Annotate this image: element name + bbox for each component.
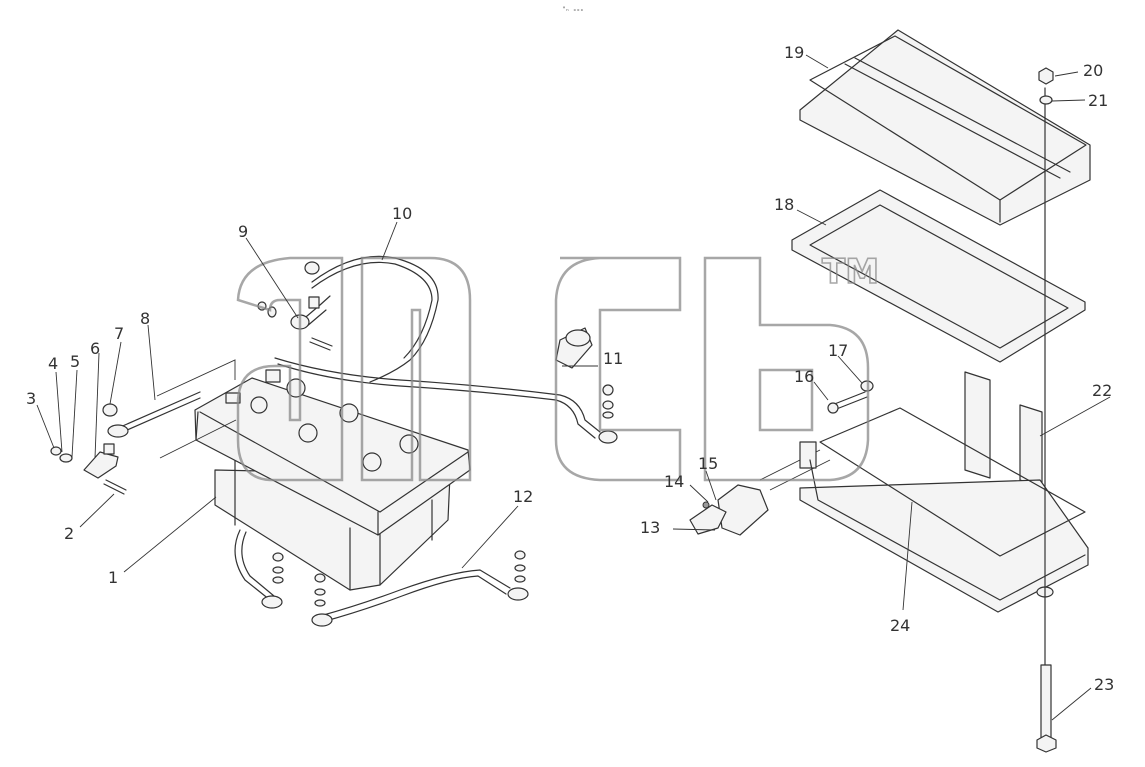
watermark-tm: TM	[822, 252, 879, 292]
callout-14: 14	[664, 472, 684, 491]
lid-frame	[791, 189, 1086, 363]
callout-5: 5	[70, 352, 80, 371]
callout-18: 18	[774, 195, 794, 214]
callout-2: 2	[64, 524, 74, 543]
callout-8: 8	[140, 309, 150, 328]
header-mark: "ₙ ₒₒₒ	[562, 6, 584, 13]
callout-10: 10	[392, 204, 412, 223]
negative-terminal-assembly	[50, 359, 237, 495]
battery-tray	[799, 371, 1089, 613]
callout-21: 21	[1088, 91, 1108, 110]
callout-12: 12	[513, 487, 533, 506]
callout-22: 22	[1092, 381, 1112, 400]
callout-23: 23	[1094, 675, 1114, 694]
long-bolt-assembly	[1036, 67, 1057, 753]
tray-bolt	[827, 380, 874, 414]
callout-9: 9	[238, 222, 248, 241]
callout-7: 7	[114, 324, 124, 343]
callout-24: 24	[890, 616, 910, 635]
callout-labels: 1 2 3 4 5 6 7 8 9 10 11 12 13 14 15 16 1…	[26, 43, 1114, 694]
callout-4: 4	[48, 354, 58, 373]
strap-washers	[272, 550, 526, 607]
battery-switch	[555, 327, 831, 536]
callout-19: 19	[784, 43, 804, 62]
battery-cover	[799, 29, 1091, 226]
positive-cable-assembly	[257, 255, 618, 444]
callout-17: 17	[828, 341, 848, 360]
callout-15: 15	[698, 454, 718, 473]
callout-13: 13	[640, 518, 660, 537]
callout-1: 1	[108, 568, 118, 587]
callout-3: 3	[26, 389, 36, 408]
callout-16: 16	[794, 367, 814, 386]
callout-20: 20	[1083, 61, 1103, 80]
callout-6: 6	[90, 339, 100, 358]
callout-11: 11	[603, 349, 623, 368]
watermark-logo: TM	[236, 251, 880, 482]
ground-strap	[234, 529, 529, 627]
callout-leaders	[36, 54, 1111, 721]
